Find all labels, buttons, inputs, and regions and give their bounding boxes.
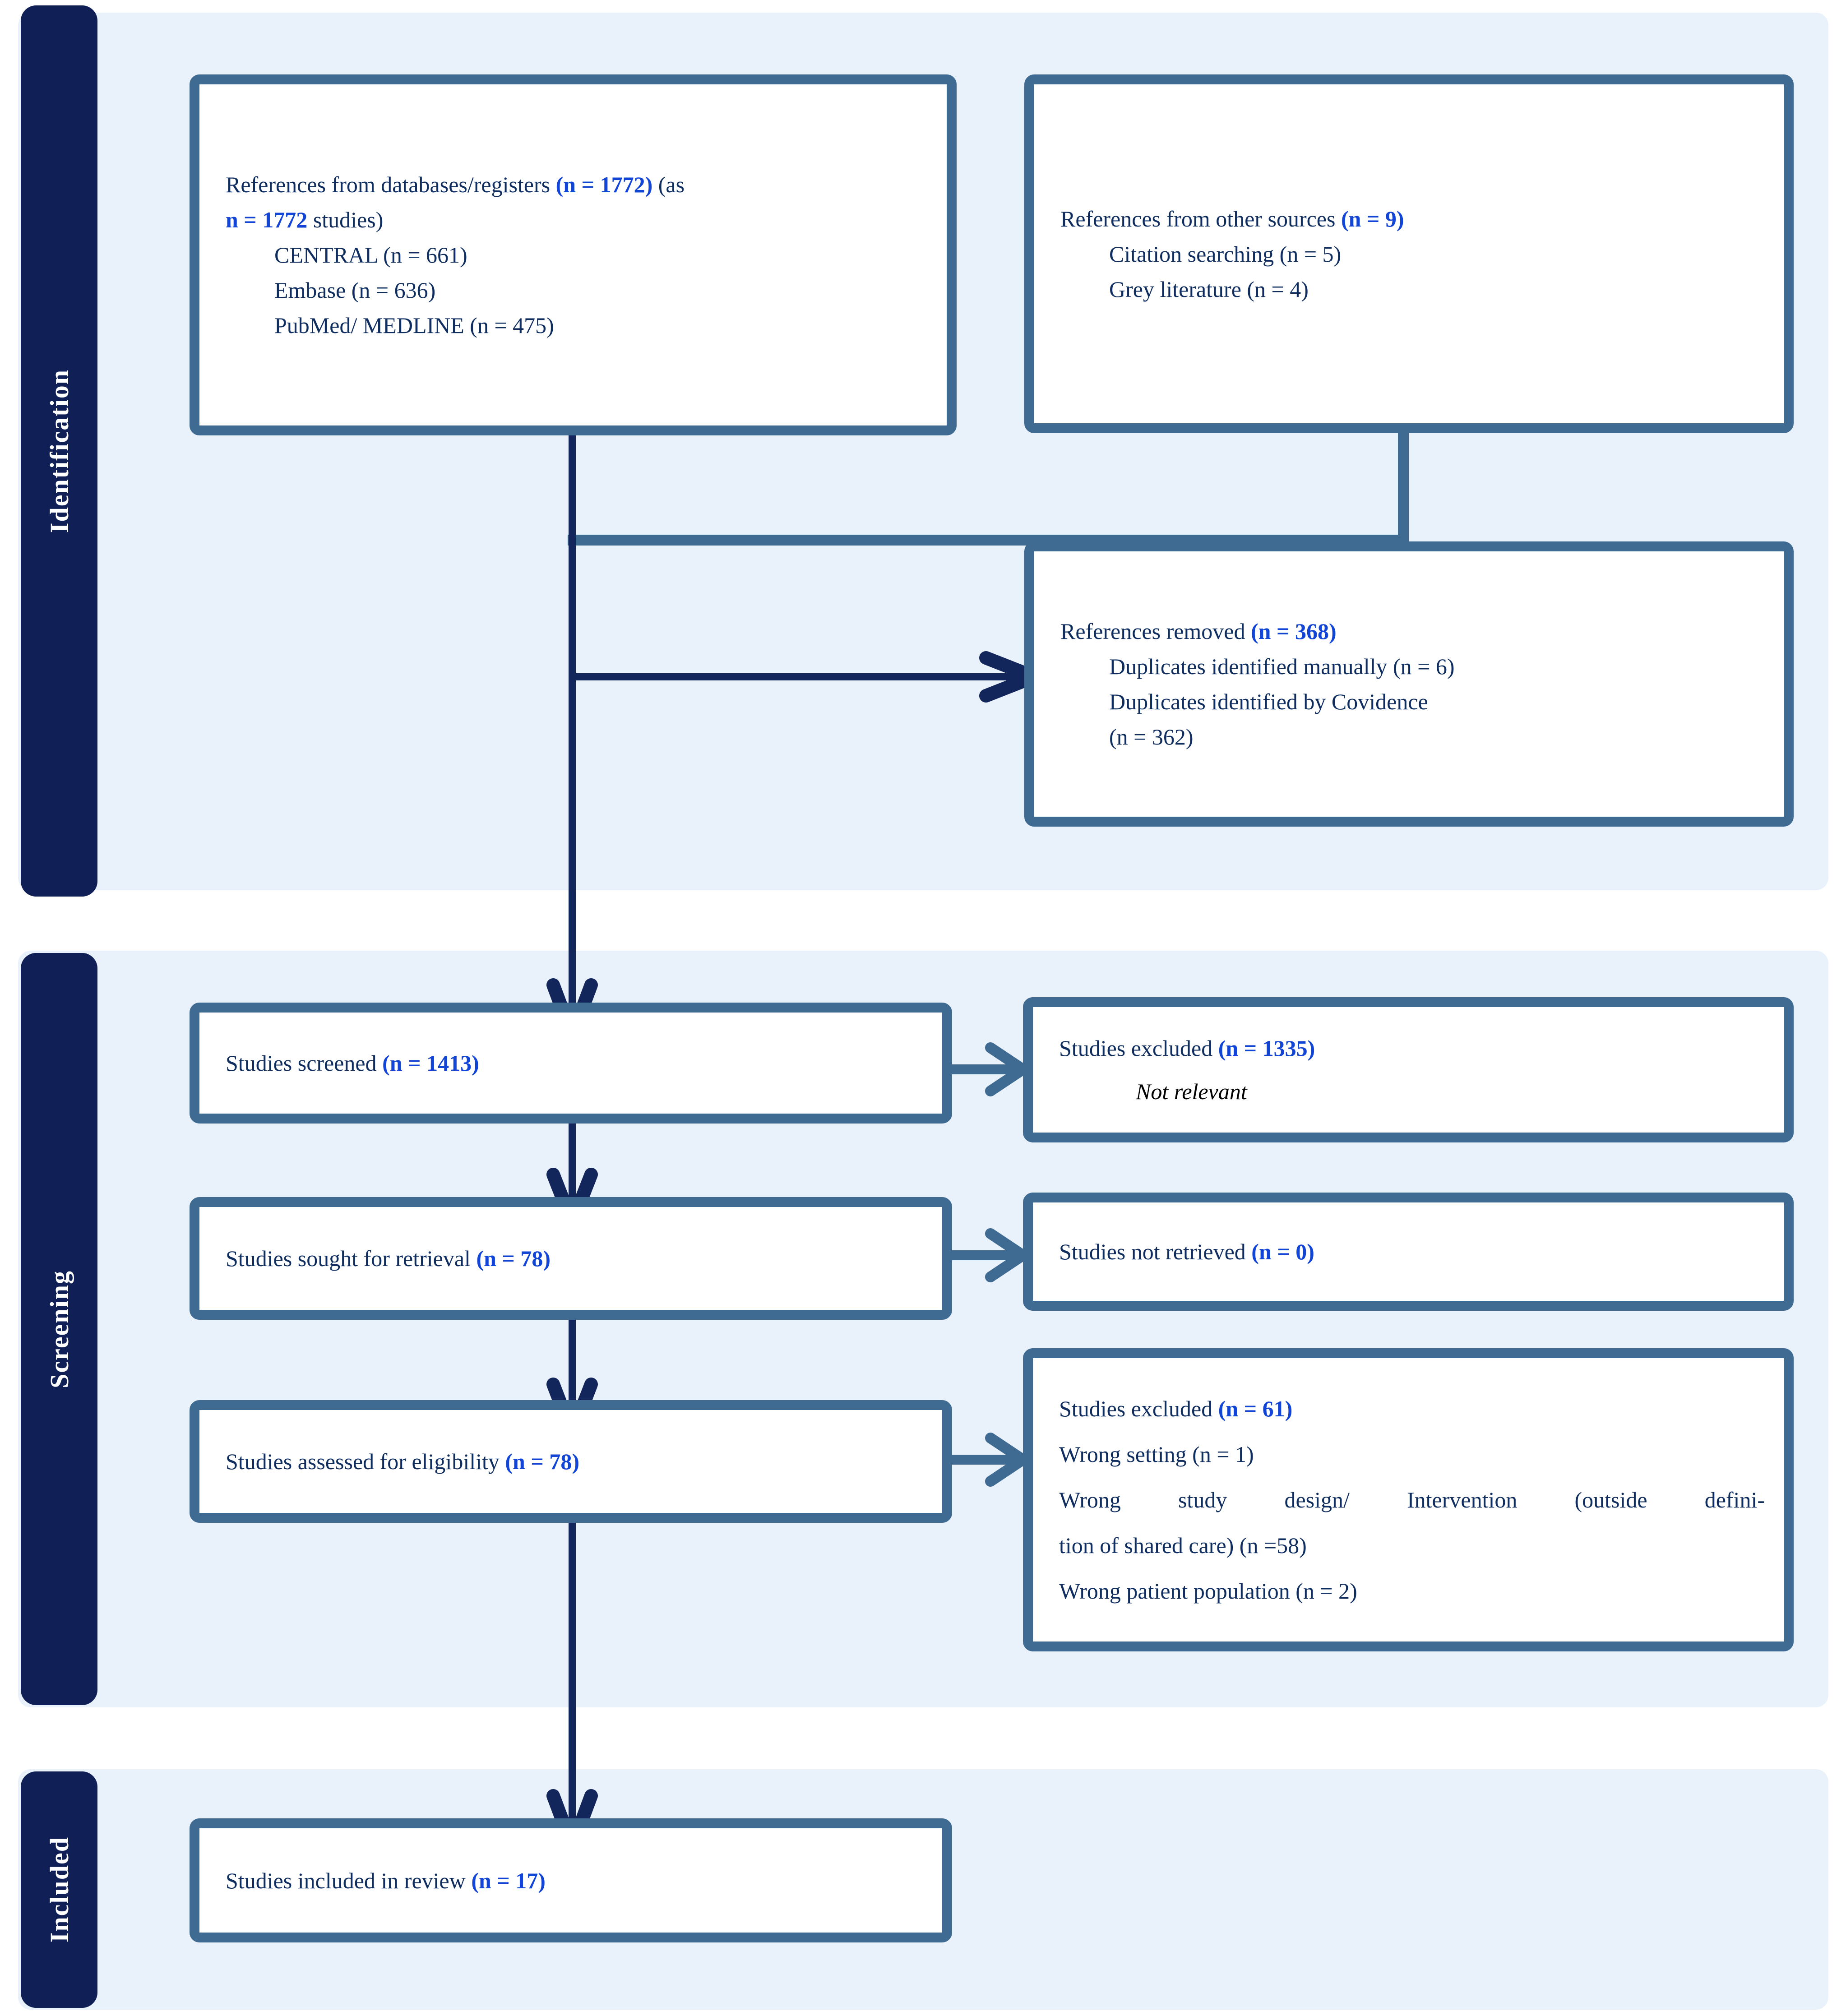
box-studies-included: Studies included in review (n = 17) <box>190 1818 952 1942</box>
arrow-right-screened-to-excluded <box>948 1042 1033 1096</box>
box-line: Embase (n = 636) <box>274 277 436 303</box>
box-references-other-sources: References from other sources (n = 9) Ci… <box>1024 74 1794 433</box>
sidebar-label-identification: Identification <box>44 369 74 533</box>
box-line: CENTRAL (n = 661) <box>274 242 467 268</box>
box-line: Studies excluded (n = 61) <box>1059 1396 1293 1421</box>
box-line: Grey literature (n = 4) <box>1109 276 1309 302</box>
arrow-right-to-references-removed <box>569 651 1053 703</box>
box-line: Wrong study design/ Intervention (outsid… <box>1059 1487 1765 1512</box>
box-line: n = 1772 studies) <box>226 207 384 232</box>
arrow-down-assessed-to-included <box>546 1521 598 1866</box>
box-studies-not-retrieved: Studies not retrieved (n = 0) <box>1023 1193 1794 1311</box>
arrow-right-assessed-to-excluded <box>948 1433 1033 1487</box>
sidebar-identification: Identification <box>21 5 97 897</box>
box-studies-excluded-screening: Studies excluded (n = 1335) Not relevant <box>1023 997 1794 1142</box>
box-line-not-relevant: Not relevant <box>1136 1079 1247 1104</box>
box-line: tion of shared care) (n =58) <box>1059 1532 1307 1558</box>
arrow-down-databases-to-screened <box>546 432 598 1055</box>
sidebar-included: Included <box>21 1771 97 2008</box>
box-line: Duplicates identified by Covidence <box>1109 689 1428 714</box>
box-references-removed: References removed (n = 368) Duplicates … <box>1024 541 1794 827</box>
box-studies-excluded-eligibility: Studies excluded (n = 61) Wrong setting … <box>1023 1348 1794 1651</box>
box-line: References from databases/registers (n =… <box>226 172 685 197</box>
box-line: Studies assessed for eligibility (n = 78… <box>226 1449 579 1474</box>
box-line: Wrong patient population (n = 2) <box>1059 1578 1357 1604</box>
box-references-databases: References from databases/registers (n =… <box>190 74 957 435</box>
arrow-right-sought-to-not-retrieved <box>948 1228 1033 1282</box>
box-line: References removed (n = 368) <box>1060 619 1337 644</box>
box-line: Studies included in review (n = 17) <box>226 1868 546 1893</box>
sidebar-label-screening: Screening <box>44 1270 74 1388</box>
box-line: Studies sought for retrieval (n = 78) <box>226 1246 551 1271</box>
box-line: Wrong setting (n = 1) <box>1059 1441 1254 1467</box>
box-studies-screened: Studies screened (n = 1413) <box>190 1003 952 1124</box>
connector-elbow-vertical <box>1398 431 1409 546</box>
box-studies-assessed-eligibility: Studies assessed for eligibility (n = 78… <box>190 1400 952 1523</box>
box-line: Studies screened (n = 1413) <box>226 1050 479 1076</box>
box-line: Duplicates identified manually (n = 6) <box>1109 654 1455 679</box>
box-line: Studies not retrieved (n = 0) <box>1059 1239 1314 1264</box>
box-studies-sought-retrieval: Studies sought for retrieval (n = 78) <box>190 1197 952 1320</box>
box-line: PubMed/ MEDLINE (n = 475) <box>274 313 554 338</box>
sidebar-label-included: Included <box>44 1836 74 1943</box>
sidebar-screening: Screening <box>21 953 97 1705</box>
box-line: References from other sources (n = 9) <box>1060 206 1404 231</box>
box-line: Citation searching (n = 5) <box>1109 241 1342 267</box>
box-line: (n = 362) <box>1109 724 1194 749</box>
box-line: Studies excluded (n = 1335) <box>1059 1036 1315 1061</box>
